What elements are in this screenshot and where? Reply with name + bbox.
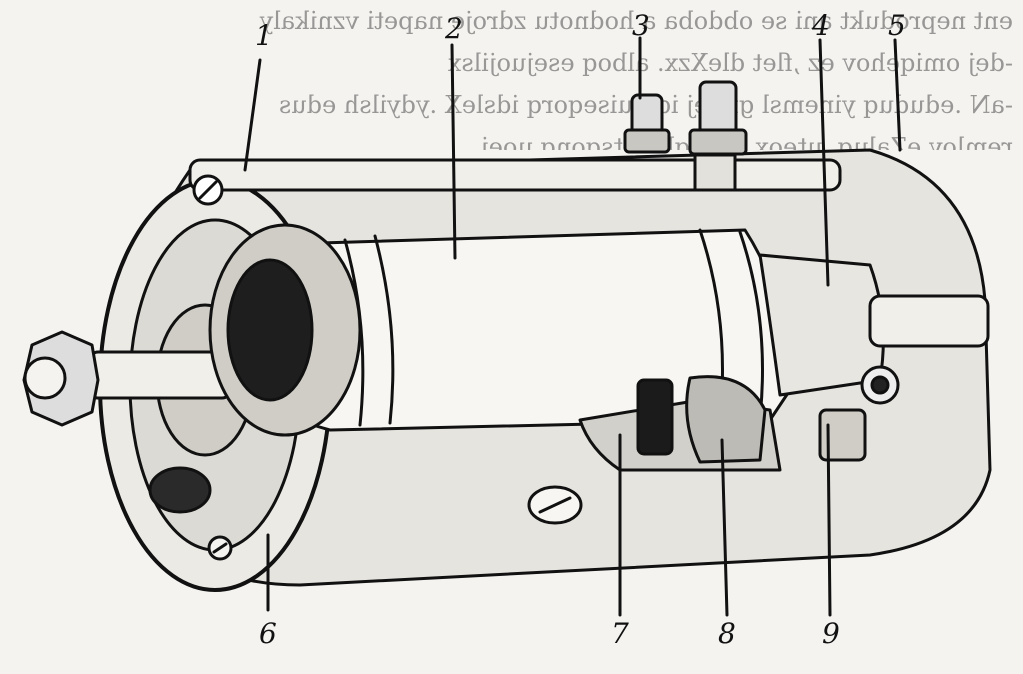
shaft-right (868, 294, 990, 348)
callout-6: 6 (259, 617, 277, 650)
callout-7: 7 (611, 617, 629, 650)
leader-1 (243, 58, 262, 172)
terminal-left (623, 93, 671, 154)
callout-3: 3 (632, 9, 650, 42)
brush-holder (685, 375, 767, 464)
callout-8: 8 (718, 617, 736, 650)
yoke-bar (188, 158, 842, 192)
callout-1: 1 (255, 19, 273, 52)
callout-9: 9 (822, 617, 840, 650)
shaft-left (88, 350, 232, 400)
leader-9 (826, 423, 832, 617)
leader-8 (720, 438, 729, 617)
brush-grid (636, 378, 674, 456)
commutator (758, 253, 885, 397)
callout-2: 2 (444, 12, 463, 45)
callout-5: 5 (888, 9, 906, 42)
callout-4: 4 (811, 9, 830, 42)
leader-5 (893, 38, 902, 152)
leader-2 (450, 43, 457, 260)
leader-4 (818, 38, 830, 287)
terminal-right (688, 80, 748, 192)
